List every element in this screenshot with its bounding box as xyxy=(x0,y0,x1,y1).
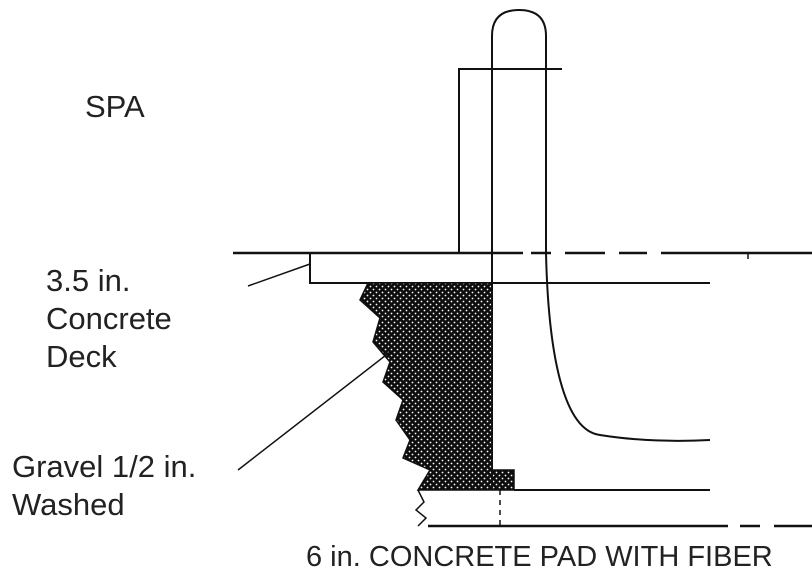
gravel-label: Gravel 1/2 in. Washed xyxy=(12,448,196,524)
gravel-label-line-1: Gravel 1/2 in. xyxy=(12,449,197,484)
deck-label-line-2: Concrete xyxy=(46,301,172,336)
gravel-backfill xyxy=(359,282,515,491)
spa-coping-outline xyxy=(491,8,547,253)
deck-label-line-1: 3.5 in. xyxy=(46,263,131,298)
spa-shell-curve xyxy=(545,252,711,442)
deck-label-line-3: Deck xyxy=(46,339,117,374)
concrete-pad-label: 6 in. CONCRETE PAD WITH FIBER xyxy=(306,541,773,573)
gravel-leader-line xyxy=(237,351,391,471)
concrete-deck-label: 3.5 in. Concrete Deck xyxy=(46,262,172,376)
gravel-label-line-2: Washed xyxy=(12,487,125,522)
deck-leader-line xyxy=(247,263,311,287)
break-line xyxy=(414,489,428,527)
spa-wall-outline xyxy=(458,68,562,253)
concrete-deck-slab xyxy=(309,253,710,284)
spa-label: SPA xyxy=(85,89,145,124)
